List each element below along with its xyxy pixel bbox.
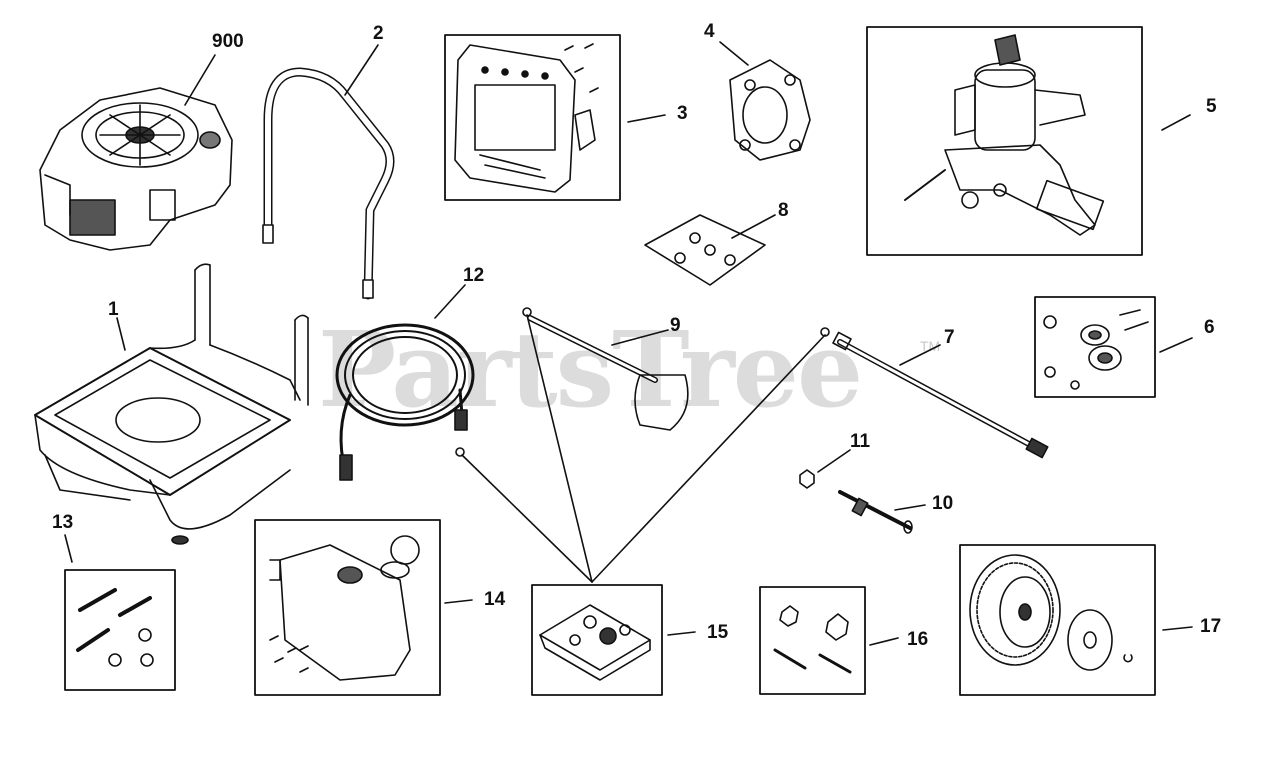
axle-part[interactable] (838, 490, 913, 534)
knobs-part[interactable] (759, 586, 866, 695)
callout-16: 16 (907, 629, 929, 650)
hardware-bag-part[interactable] (644, 214, 766, 286)
callout-4: 4 (704, 21, 715, 42)
leader-6 (1159, 337, 1193, 353)
callout-13: 13 (52, 512, 74, 533)
handle-part[interactable] (262, 67, 395, 300)
bracket-part[interactable] (729, 59, 811, 161)
bolts-part[interactable] (64, 569, 176, 691)
leader-11 (817, 449, 851, 473)
leader-15 (667, 631, 696, 636)
nozzle-holder-part[interactable] (531, 584, 663, 696)
callout-3: 3 (677, 103, 688, 124)
callout-17: 17 (1200, 616, 1222, 637)
leader-15-gun (526, 314, 593, 583)
callout-7: 7 (944, 327, 955, 348)
wheel-part[interactable] (959, 544, 1156, 696)
tank-part[interactable] (254, 519, 441, 696)
pump-part[interactable] (866, 26, 1143, 256)
leader-1 (116, 317, 126, 351)
leader-10 (894, 504, 926, 511)
watermark-trademark: TM (920, 338, 941, 354)
callout-6: 6 (1204, 317, 1215, 338)
spray-gun-part[interactable] (522, 307, 689, 431)
engine-part[interactable] (39, 87, 233, 251)
control-panel-part[interactable] (444, 34, 621, 201)
leader-17 (1162, 626, 1193, 631)
callout-12: 12 (463, 265, 485, 286)
bearings-part[interactable] (1034, 296, 1156, 398)
callout-1: 1 (108, 299, 119, 320)
lance-part[interactable] (820, 327, 1049, 459)
leader-5 (1161, 114, 1191, 131)
leader-15-hose (461, 454, 593, 583)
hose-part[interactable] (335, 323, 475, 481)
callout-900: 900 (212, 31, 244, 52)
leader-7 (899, 344, 941, 366)
callout-9: 9 (670, 315, 681, 336)
callout-11: 11 (850, 431, 871, 452)
nut-part[interactable] (799, 469, 815, 489)
watermark-text: PartsTree (318, 308, 863, 431)
leader-3 (627, 114, 666, 123)
leader-12 (434, 284, 466, 319)
callout-2: 2 (373, 23, 384, 44)
leader-4 (719, 41, 749, 66)
callout-14: 14 (484, 589, 506, 610)
leader-16 (869, 637, 899, 646)
frame-part[interactable] (34, 263, 309, 545)
leader-8 (731, 214, 776, 239)
callout-10: 10 (932, 493, 954, 514)
leader-9 (611, 329, 669, 346)
callout-15: 15 (707, 622, 729, 643)
callout-5: 5 (1206, 96, 1217, 117)
leader-2 (344, 44, 379, 96)
leader-900 (184, 54, 216, 106)
leader-14 (444, 599, 473, 604)
callout-8: 8 (778, 200, 789, 221)
leader-13 (64, 534, 73, 563)
leader-15-lance (591, 334, 826, 583)
